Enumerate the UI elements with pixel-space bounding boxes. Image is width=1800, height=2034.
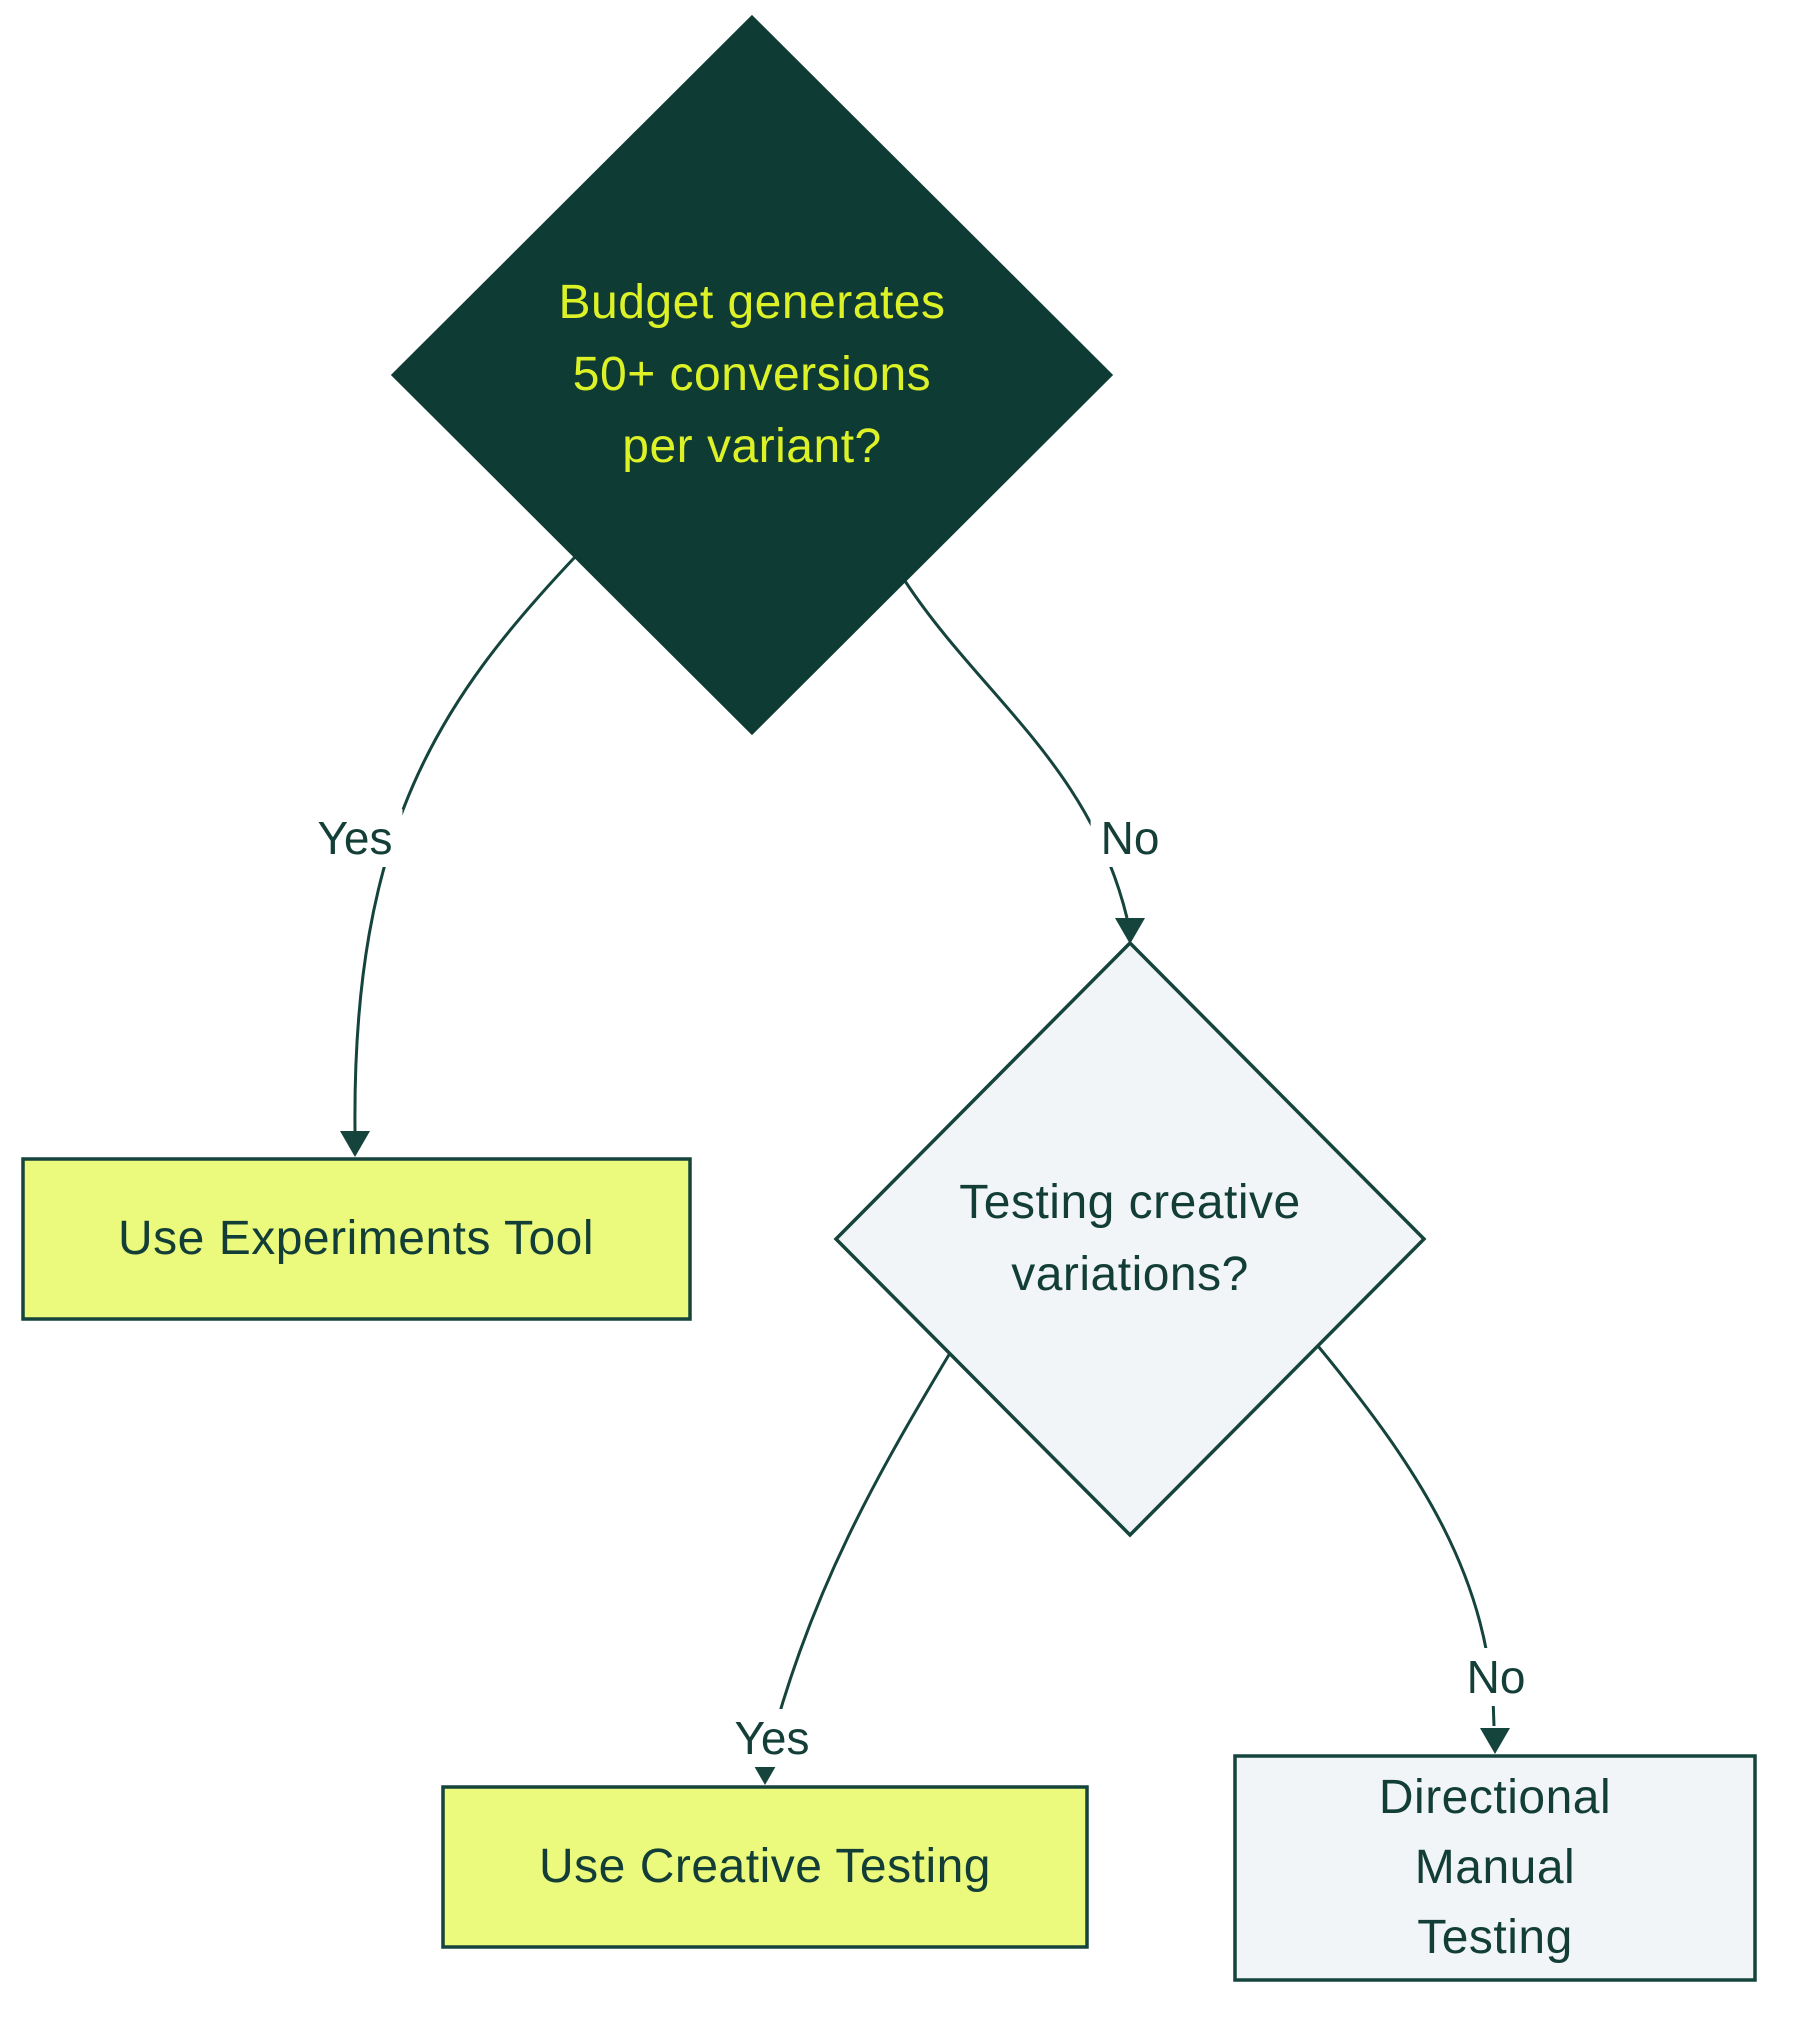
arrowhead-to-creative-question (1115, 918, 1145, 944)
edge-creative-yes-curve (766, 1352, 952, 1756)
creative-question-label: Testing creative variations? (959, 1176, 1301, 1301)
node-manual-testing-box (1233, 1754, 1757, 1982)
manual-testing-label: Directional Manual Testing (1378, 1771, 1612, 1964)
decision-creative-variations-diamond (833, 940, 1427, 1538)
edge-label-creative-yes: Yes (724, 1709, 820, 1767)
edge-label-creative-no: No (1456, 1648, 1536, 1706)
arrowhead-to-manual-testing (1480, 1728, 1510, 1754)
edge-budget-no-curve (903, 580, 1129, 919)
budget-question-label: Budget generates 50+ conversions per var… (558, 276, 946, 473)
edge-label-budget-no: No (1090, 809, 1170, 867)
edge-label-budget-yes: Yes (307, 809, 403, 867)
edge-budget-yes-curve (353, 555, 577, 1132)
arrowhead-to-experiments (340, 1131, 370, 1157)
node-creative-testing-box (441, 1785, 1089, 1949)
creative-testing-label: Use Creative Testing (539, 1840, 991, 1893)
node-experiments-tool-box (21, 1157, 692, 1321)
decision-budget-diamond (390, 14, 1114, 736)
experiments-tool-label: Use Experiments Tool (118, 1212, 594, 1265)
